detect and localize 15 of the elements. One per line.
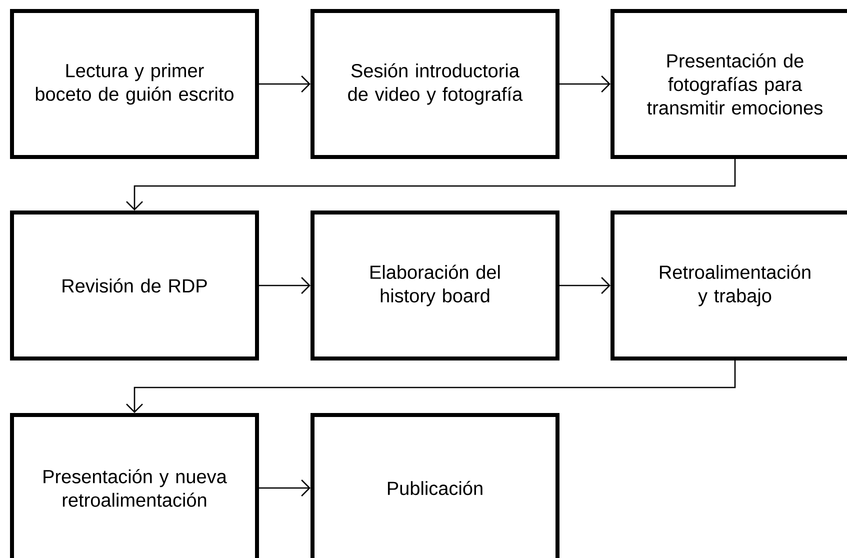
process-box: Publicación: [310, 413, 560, 558]
arrow: [259, 277, 310, 294]
process-box: Sesión introductoria de video y fotografía: [310, 9, 560, 159]
process-box: Presentación y nueva retroalimentación: [10, 413, 259, 558]
arrow: [259, 76, 310, 92]
arrow: [259, 480, 310, 496]
arrow: [126, 360, 736, 413]
process-box: Retroalimentación y trabajo: [610, 210, 847, 360]
process-box: Revisión de RDP: [10, 210, 259, 360]
process-box: Elaboración del history board: [310, 210, 560, 360]
arrow: [126, 159, 736, 210]
arrow: [560, 76, 610, 92]
process-box: Presentación de fotografías para transmitir emociones: [610, 9, 847, 159]
arrow: [560, 277, 610, 294]
process-box: Lectura y primer boceto de guión escrito: [10, 9, 259, 159]
